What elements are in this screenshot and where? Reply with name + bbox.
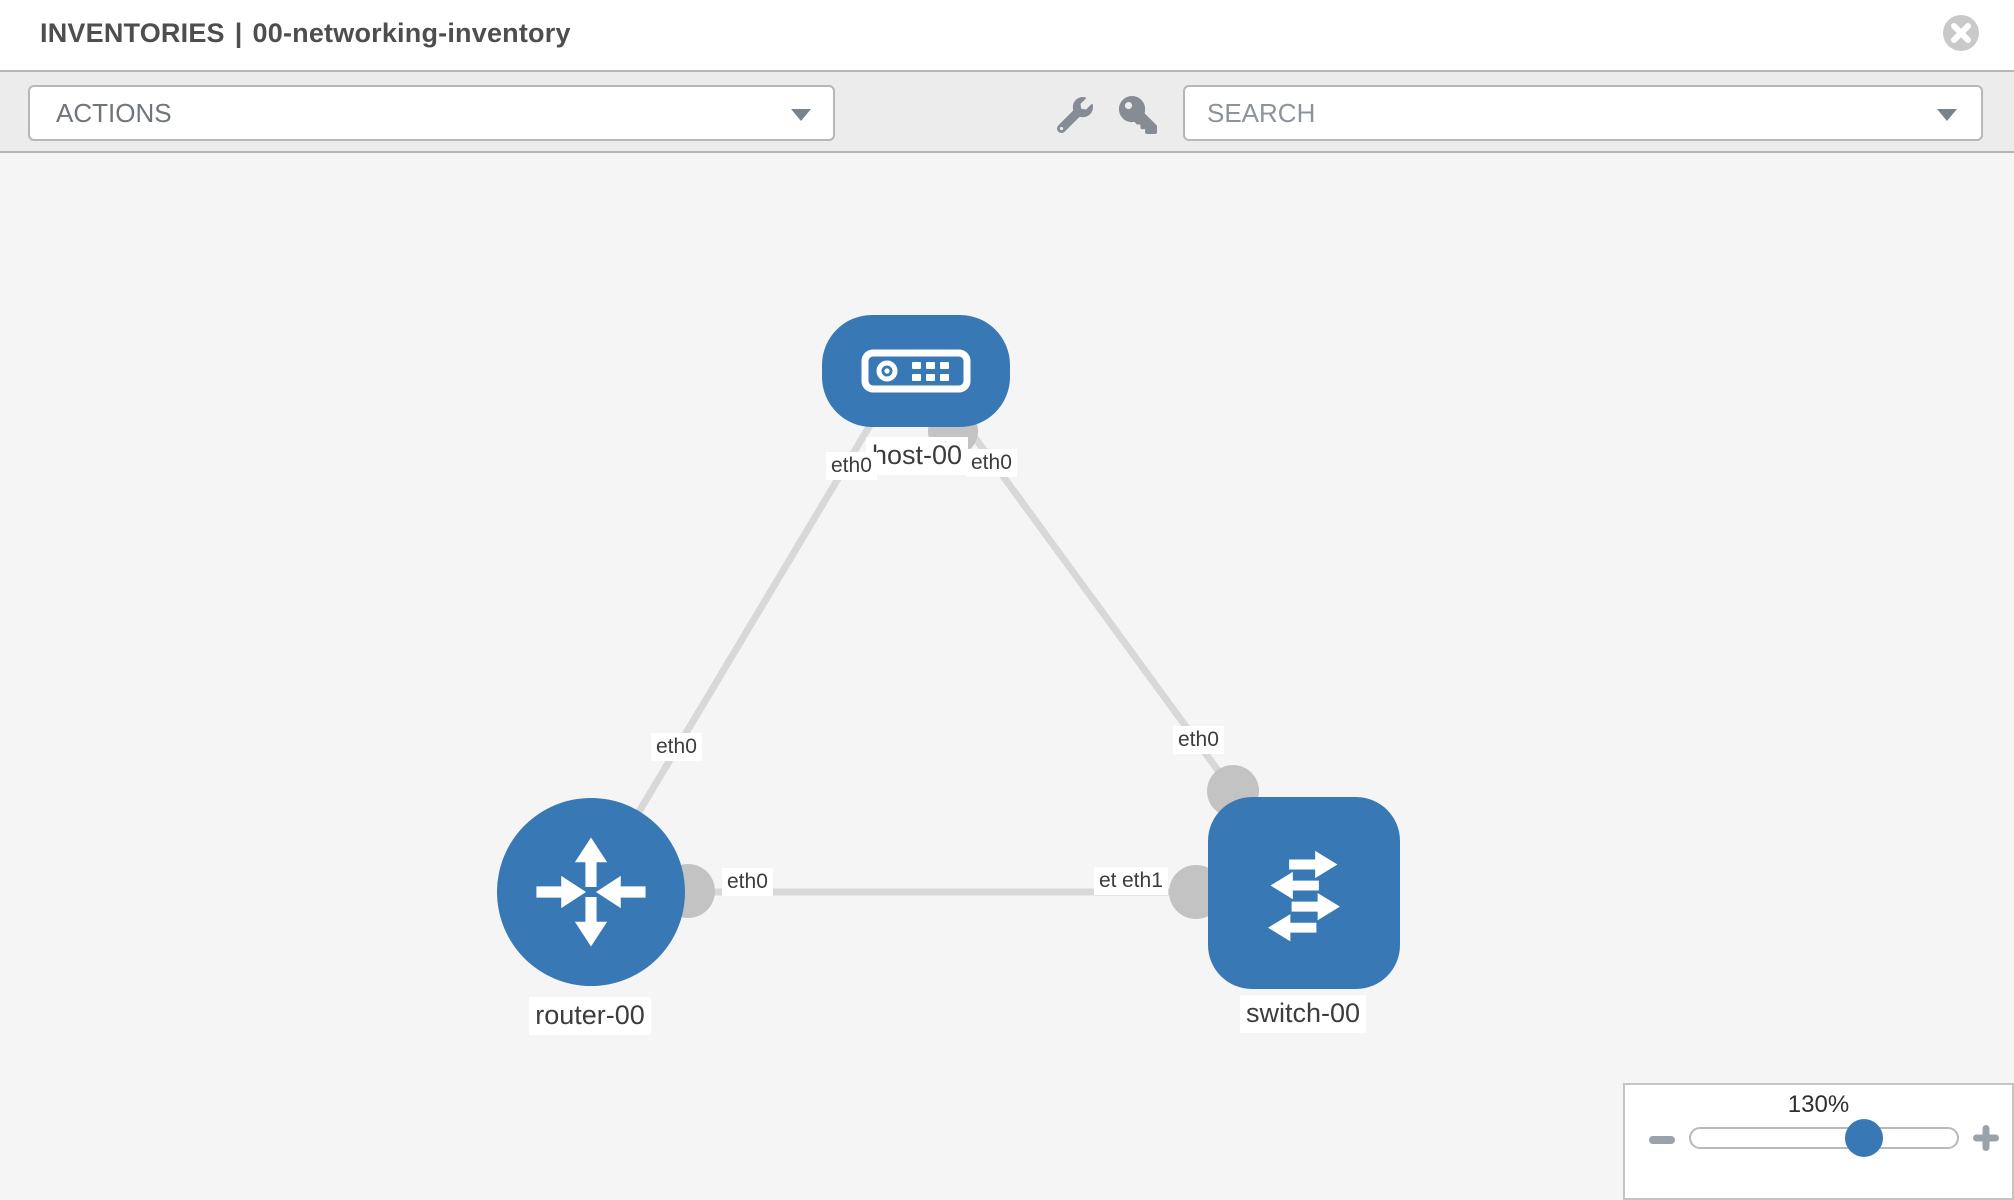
node-switch-00[interactable] xyxy=(1208,797,1400,989)
minus-icon xyxy=(1649,1136,1675,1144)
breadcrumb-section: INVENTORIES xyxy=(40,18,225,48)
interface-label: eth0 xyxy=(722,868,773,897)
chevron-down-icon xyxy=(791,109,811,121)
key-button[interactable] xyxy=(1116,96,1160,136)
interface-label: eth0 xyxy=(826,452,877,481)
node-router-00[interactable] xyxy=(497,798,685,986)
interface-label: eth0 xyxy=(1173,726,1224,755)
key-icon xyxy=(1119,96,1157,134)
zoom-in-button[interactable] xyxy=(1971,1124,2001,1154)
chevron-down-icon xyxy=(1937,109,1957,121)
inventory-name: 00-networking-inventory xyxy=(252,18,571,48)
interface-label: eth1 xyxy=(1117,867,1168,896)
actions-label: ACTIONS xyxy=(56,97,172,128)
actions-dropdown[interactable]: ACTIONS xyxy=(28,85,835,141)
close-icon xyxy=(1943,15,1979,51)
search-dropdown[interactable] xyxy=(1183,85,1983,141)
search-input[interactable] xyxy=(1207,88,1907,138)
wrench-button[interactable] xyxy=(1053,96,1097,136)
node-label-router: router-00 xyxy=(529,997,651,1035)
breadcrumb-separator: | xyxy=(234,18,243,48)
zoom-slider[interactable] xyxy=(1689,1119,1959,1157)
zoom-panel: 130% xyxy=(1623,1083,2014,1200)
node-label-host: host-00 xyxy=(865,437,969,475)
host-icon xyxy=(861,349,971,393)
wrench-icon xyxy=(1056,96,1093,133)
interface-label: eth0 xyxy=(966,449,1017,478)
slider-thumb[interactable] xyxy=(1845,1119,1883,1157)
plus-icon xyxy=(1973,1125,1999,1151)
zoom-out-button[interactable] xyxy=(1647,1133,1677,1145)
page-title: INVENTORIES | 00-networking-inventory xyxy=(40,18,571,49)
switch-icon xyxy=(1268,850,1340,942)
node-host-00[interactable] xyxy=(822,315,1010,427)
toolbar: ACTIONS xyxy=(0,72,2014,153)
header: INVENTORIES | 00-networking-inventory xyxy=(0,0,2014,72)
topology-canvas: host-00 router-00 switch-00 eth0 eth0 et… xyxy=(0,155,2014,1200)
close-button[interactable] xyxy=(1942,14,1980,52)
node-label-switch: switch-00 xyxy=(1239,995,1367,1033)
zoom-level: 130% xyxy=(1787,1091,1850,1118)
router-icon xyxy=(536,837,646,947)
interface-label: eth0 xyxy=(651,733,702,762)
